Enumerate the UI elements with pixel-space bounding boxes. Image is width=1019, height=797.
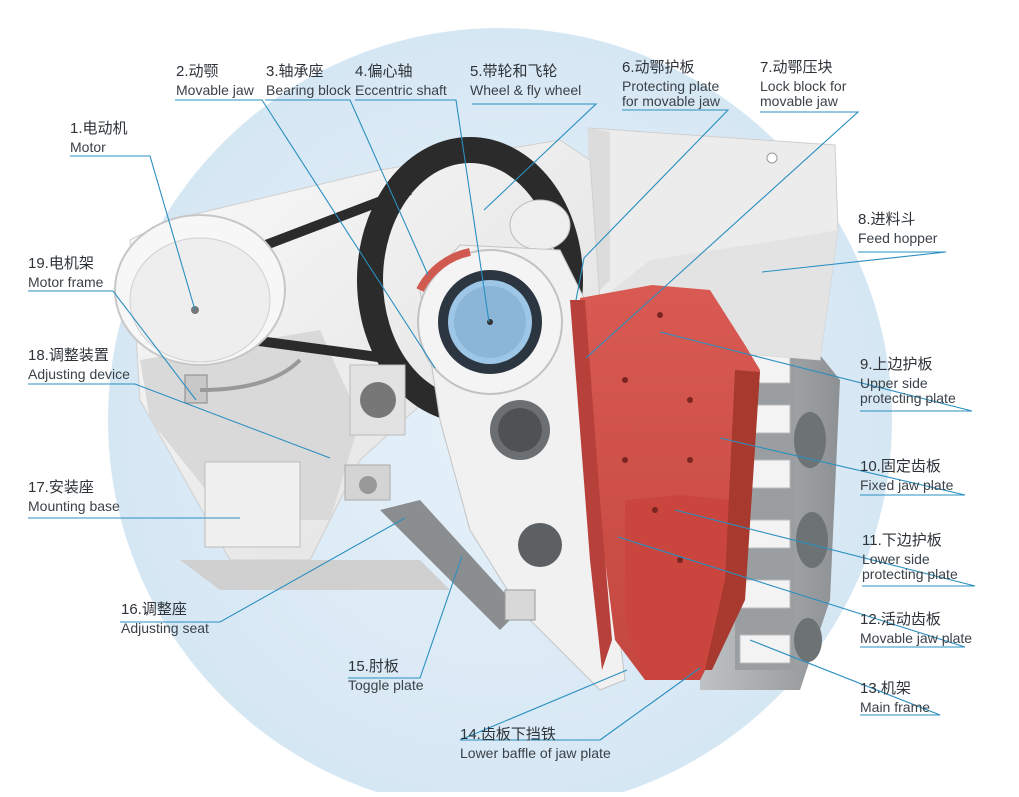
label-wheel-flywheel: 5.带轮和飞轮 Wheel & fly wheel (470, 64, 581, 97)
label-lower-side-en: Lower side (862, 551, 930, 567)
label-motor-frame-cn: 19.电机架 (28, 255, 94, 272)
label-eccentric-shaft-cn: 4.偏心轴 (355, 63, 413, 80)
label-adjusting-seat-en: Adjusting seat (121, 620, 209, 636)
label-lower-baffle-cn: 14.齿板下挡铁 (460, 726, 556, 743)
label-adjusting-device-cn: 18.调整装置 (28, 347, 109, 364)
label-eccentric-shaft-en: Eccentric shaft (355, 82, 447, 98)
label-lock-block: 7.动鄂压块 Lock block for movable jaw (760, 60, 846, 108)
label-lower-baffle: 14.齿板下挡铁 Lower baffle of jaw plate (460, 727, 611, 760)
label-upper-side-en2: protecting plate (860, 390, 956, 406)
label-protecting-plate-cn: 6.动鄂护板 (622, 59, 695, 76)
label-upper-side-protecting-plate: 9.上边护板 Upper side protecting plate (860, 357, 956, 405)
label-motor-frame: 19.电机架 Motor frame (28, 256, 103, 289)
label-movable-jaw: 2.动颚 Movable jaw (176, 64, 254, 97)
leader-lines (28, 99, 976, 741)
label-motor: 1.电动机 Motor (70, 121, 128, 154)
label-protecting-plate-movable-jaw: 6.动鄂护板 Protecting plate for movable jaw (622, 60, 720, 108)
label-bearing-block-en: Bearing block (266, 82, 351, 98)
bearing-block-shape (416, 248, 563, 395)
label-upper-side-en: Upper side (860, 375, 928, 391)
motor-shape (114, 214, 286, 366)
label-lock-block-en2: movable jaw (760, 93, 838, 109)
label-feed-hopper: 8.进料斗 Feed hopper (858, 212, 937, 245)
label-toggle-plate: 15.肘板 Toggle plate (348, 659, 424, 692)
label-toggle-plate-cn: 15.肘板 (348, 658, 399, 675)
label-bearing-block-cn: 3.轴承座 (266, 63, 324, 80)
label-motor-cn: 1.电动机 (70, 120, 128, 137)
label-fixed-jaw-plate-en: Fixed jaw plate (860, 477, 954, 493)
label-movable-jaw-plate-en: Movable jaw plate (860, 630, 973, 646)
label-movable-jaw-cn: 2.动颚 (176, 63, 219, 80)
label-upper-side-cn: 9.上边护板 (860, 356, 933, 373)
label-movable-jaw-plate-cn: 12.活动齿板 (860, 611, 941, 628)
label-main-frame: 13.机架 Main frame (860, 681, 930, 714)
label-movable-jaw-en: Movable jaw (176, 82, 254, 98)
label-lower-side-protecting-plate: 11.下边护板 Lower side protecting plate (862, 533, 958, 581)
label-main-frame-en: Main frame (860, 699, 931, 715)
label-lock-block-en: Lock block for (760, 78, 847, 94)
toggle-and-adjusting-shapes (184, 358, 536, 630)
label-adjusting-device-en: Adjusting device (28, 366, 130, 382)
label-mounting-base-en: Mounting base (28, 498, 120, 514)
label-mounting-base-cn: 17.安装座 (28, 479, 94, 496)
label-toggle-plate-en: Toggle plate (348, 677, 424, 693)
label-motor-en: Motor (70, 139, 106, 155)
label-movable-jaw-plate: 12.活动齿板 Movable jaw plate (860, 612, 972, 645)
label-adjusting-seat-cn: 16.调整座 (121, 601, 187, 618)
label-wheel-flywheel-en: Wheel & fly wheel (470, 82, 582, 98)
label-eccentric-shaft: 4.偏心轴 Eccentric shaft (355, 64, 447, 97)
label-wheel-flywheel-cn: 5.带轮和飞轮 (470, 63, 558, 80)
label-lower-side-en2: protecting plate (862, 566, 958, 582)
label-feed-hopper-en: Feed hopper (858, 230, 938, 246)
label-motor-frame-en: Motor frame (28, 274, 104, 290)
label-bearing-block: 3.轴承座 Bearing block (266, 64, 351, 97)
label-adjusting-device: 18.调整装置 Adjusting device (28, 348, 130, 381)
label-lower-side-cn: 11.下边护板 (862, 532, 942, 549)
label-main-frame-cn: 13.机架 (860, 680, 911, 697)
label-protecting-plate-en2: for movable jaw (622, 93, 721, 109)
label-adjusting-seat: 16.调整座 Adjusting seat (121, 602, 209, 635)
label-fixed-jaw-plate-cn: 10.固定齿板 (860, 458, 941, 475)
label-fixed-jaw-plate: 10.固定齿板 Fixed jaw plate (860, 459, 953, 492)
jaw-plates-red (570, 285, 760, 680)
label-lower-baffle-en: Lower baffle of jaw plate (460, 745, 611, 761)
label-feed-hopper-cn: 8.进料斗 (858, 211, 916, 228)
label-lock-block-cn: 7.动鄂压块 (760, 59, 833, 76)
label-mounting-base: 17.安装座 Mounting base (28, 480, 120, 513)
label-protecting-plate-en: Protecting plate (622, 78, 720, 94)
